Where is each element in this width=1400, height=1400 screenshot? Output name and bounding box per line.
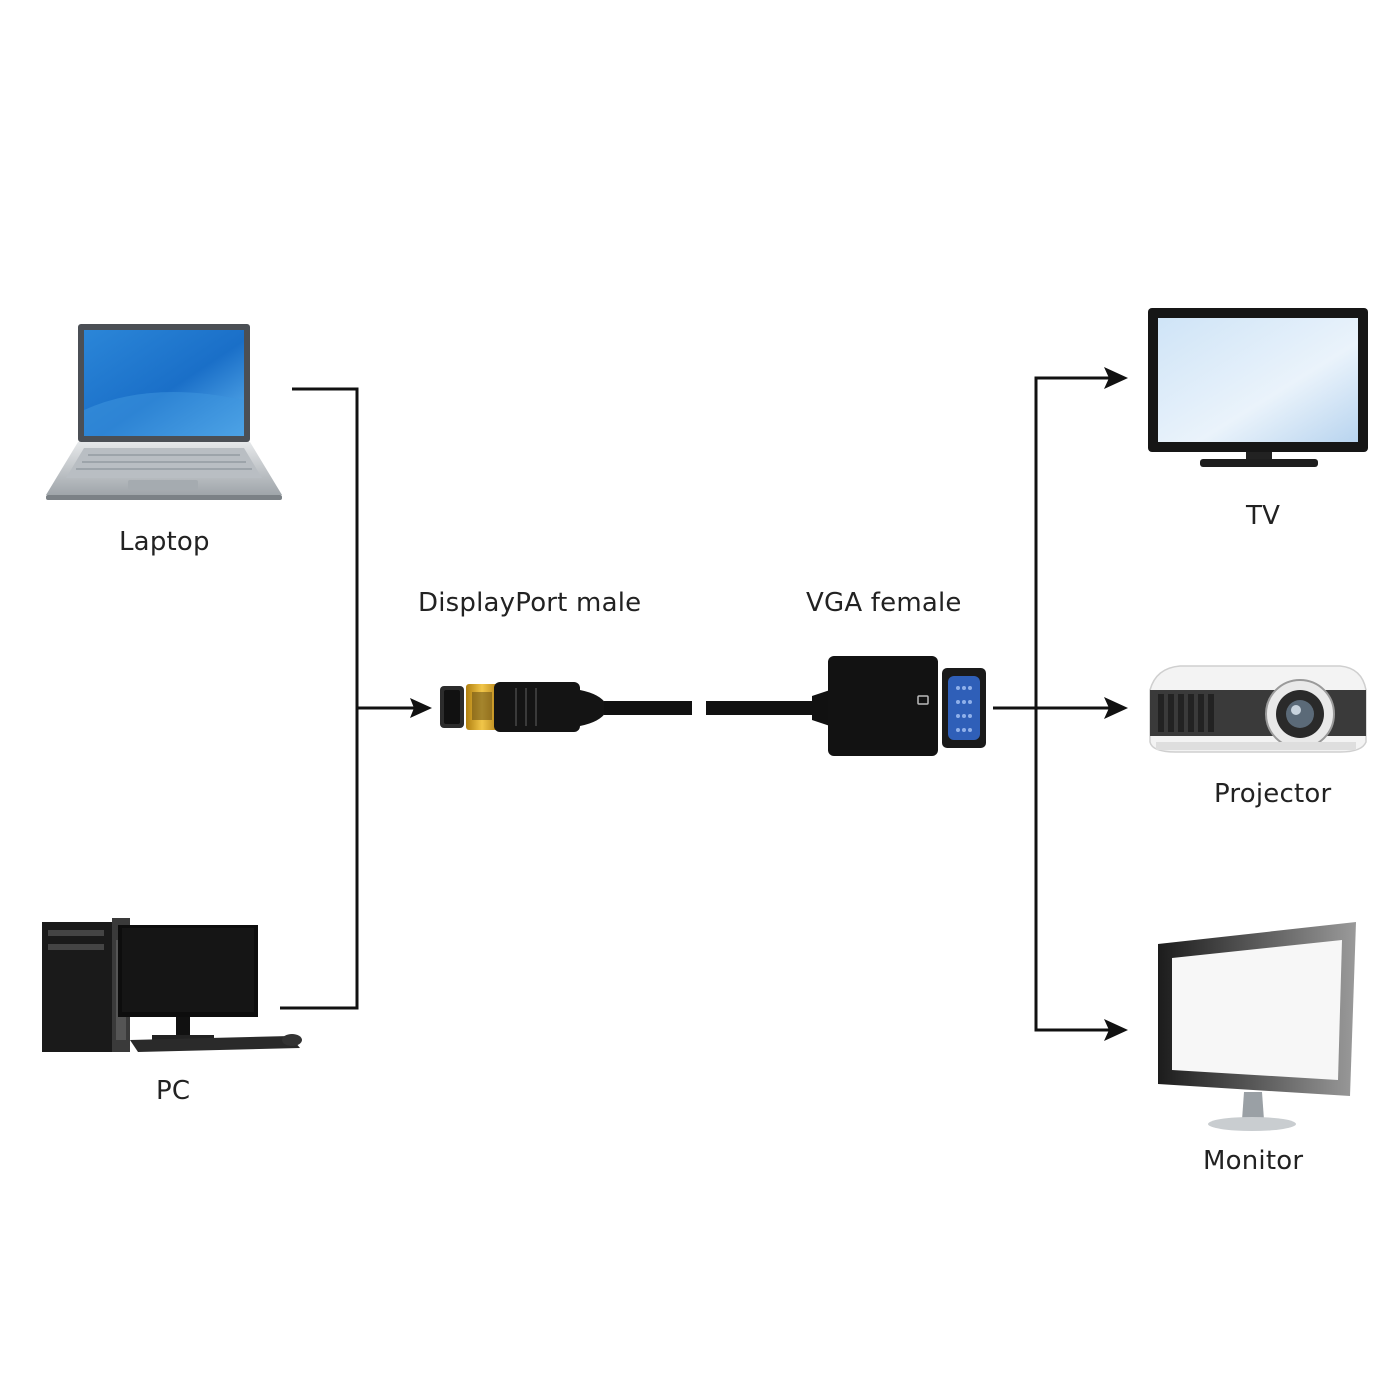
laptop-icon bbox=[46, 324, 282, 500]
tv-icon bbox=[1148, 308, 1368, 467]
tv-label: TV bbox=[1246, 501, 1281, 531]
arrowheads bbox=[410, 367, 1128, 1041]
displayport-plug-icon bbox=[440, 682, 692, 732]
connection-lines bbox=[280, 376, 1112, 1032]
projector-icon bbox=[1149, 665, 1367, 753]
output-branch-line bbox=[1034, 376, 1112, 1032]
pc-label: PC bbox=[156, 1076, 191, 1106]
arrow-to-projector-icon bbox=[1104, 697, 1128, 719]
arrow-to-monitor-icon bbox=[1104, 1019, 1128, 1041]
monitor-label: Monitor bbox=[1203, 1146, 1304, 1176]
arrow-to-adapter-icon bbox=[410, 698, 432, 718]
desktop-pc-icon bbox=[42, 918, 302, 1052]
arrow-to-tv-icon bbox=[1104, 367, 1128, 389]
laptop-label: Laptop bbox=[119, 527, 210, 557]
monitor-icon bbox=[1158, 922, 1356, 1131]
vga-female-label: VGA female bbox=[806, 588, 962, 618]
projector-label: Projector bbox=[1214, 779, 1332, 809]
laptop-connector-line bbox=[280, 387, 359, 1010]
displayport-male-label: DisplayPort male bbox=[418, 588, 642, 618]
vga-adapter-icon bbox=[706, 656, 986, 756]
